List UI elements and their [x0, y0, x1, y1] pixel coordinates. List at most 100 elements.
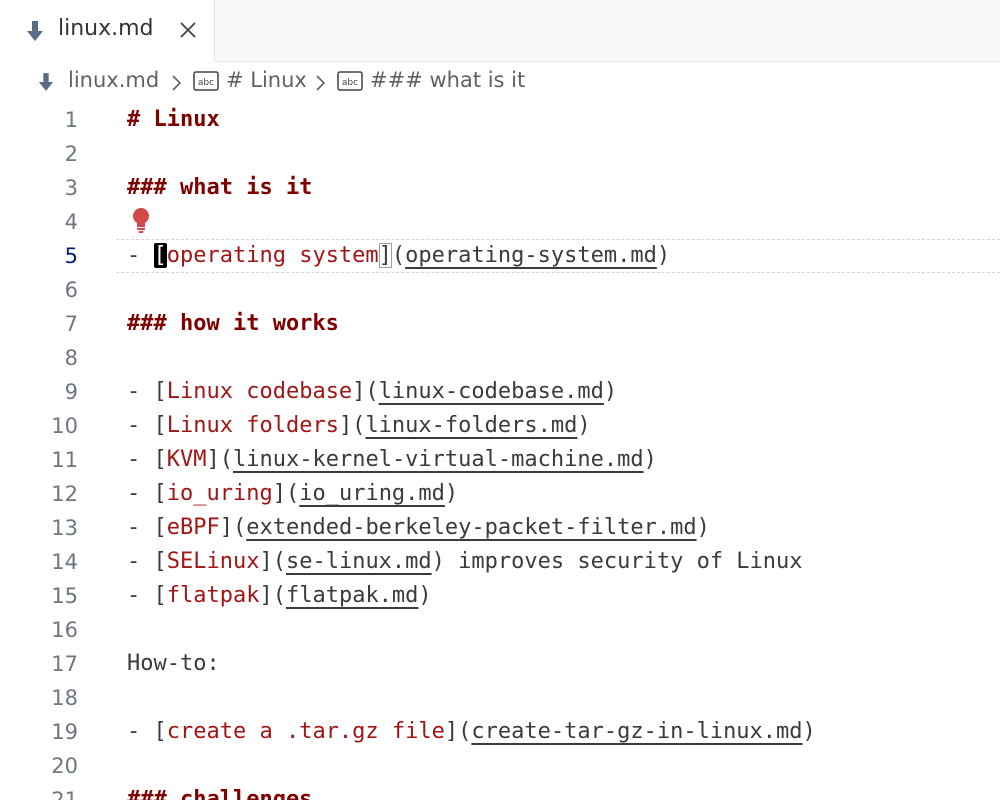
editor-line[interactable]: 20: [0, 749, 1000, 783]
link-url: se-linux.md: [285, 549, 432, 574]
tab-label: linux.md: [58, 16, 154, 41]
editor-line[interactable]: 21 ### challenges: [0, 783, 1000, 800]
code-token: ](: [352, 379, 379, 404]
editor-line[interactable]: 1# Linux: [0, 103, 1000, 137]
markdown-heading: ### how it works: [127, 311, 339, 336]
code-token: ): [444, 481, 459, 506]
link-url: linux-folders.md: [365, 413, 578, 438]
code-token: ): [418, 583, 432, 608]
tab-linux-md[interactable]: linux.md: [0, 0, 215, 62]
line-content[interactable]: - [Linux codebase](linux-codebase.md): [127, 375, 617, 409]
breadcrumb-item-linux[interactable]: # Linux: [226, 68, 307, 92]
code-token: - [: [127, 583, 167, 608]
markdown-heading: # Linux: [127, 107, 220, 132]
link-text: Linux folders: [166, 413, 339, 438]
code-token: (: [391, 243, 406, 268]
line-content[interactable]: - [SELinux](se-linux.md) improves securi…: [127, 545, 803, 579]
link-text: io_uring: [166, 481, 273, 506]
editor-line[interactable]: 6: [0, 273, 1000, 307]
code-token: -: [127, 243, 154, 268]
link-url: flatpak.md: [285, 583, 419, 608]
line-number: 3: [64, 176, 78, 200]
editor-line[interactable]: 8: [0, 341, 1000, 375]
editor-line[interactable]: 9 - [Linux codebase](linux-codebase.md): [0, 375, 1000, 409]
link-text: create a .tar.gz file: [166, 719, 445, 744]
editor-line[interactable]: 13 - [eBPF](extended-berkeley-packet-filt…: [0, 511, 1000, 545]
svg-text:abc: abc: [342, 78, 358, 88]
editor-line[interactable]: 15 - [flatpak](flatpak.md): [0, 579, 1000, 613]
line-number: 14: [51, 550, 78, 574]
code-token: ](: [219, 515, 247, 540]
tab-bar-empty-area: [215, 0, 1000, 62]
link-url: linux-kernel-virtual-machine.md: [233, 447, 644, 472]
line-content[interactable]: ### how it works: [127, 307, 339, 341]
code-token: ): [603, 379, 618, 404]
editor-line[interactable]: 4: [0, 205, 1000, 239]
line-content[interactable]: - [io_uring](io_uring.md): [127, 477, 458, 511]
line-number: 15: [51, 584, 78, 608]
editor-line[interactable]: 5 - [operating system](operating-system.m…: [0, 239, 1000, 273]
code-token: ](: [444, 719, 472, 744]
line-number: 5: [64, 244, 78, 268]
editor-line[interactable]: 18: [0, 681, 1000, 715]
editor-line[interactable]: 2: [0, 137, 1000, 171]
link-url: create-tar-gz-in-linux.md: [471, 719, 803, 744]
chevron-right-icon: [316, 75, 326, 91]
code-token: - [: [127, 719, 167, 744]
code-token: ): [656, 243, 671, 268]
code-token: How-to:: [127, 651, 220, 676]
link-url: linux-codebase.md: [378, 379, 604, 404]
close-icon[interactable]: [178, 20, 198, 40]
chevron-right-icon: [172, 75, 182, 91]
line-content[interactable]: - [operating system](operating-system.md…: [127, 239, 670, 273]
link-url: extended-berkeley-packet-filter.md: [246, 515, 697, 540]
editor-line[interactable]: 16: [0, 613, 1000, 647]
line-content[interactable]: - [KVM](linux-kernel-virtual-machine.md): [127, 443, 657, 477]
code-token: - [: [127, 481, 167, 506]
line-number: 20: [51, 754, 78, 778]
line-content[interactable]: - [eBPF](extended-berkeley-packet-filter…: [127, 511, 710, 545]
editor-line[interactable]: 3 ### what is it: [0, 171, 1000, 205]
markdown-arrow-icon: [38, 73, 54, 91]
code-token: - [: [127, 515, 167, 540]
line-content[interactable]: How-to:: [127, 647, 220, 681]
code-token: ): [643, 447, 657, 472]
line-number: 17: [51, 652, 78, 676]
markdown-heading: ### what is it: [127, 175, 313, 200]
link-text: KVM: [166, 447, 207, 472]
link-url: io_uring.md: [299, 481, 445, 506]
editor-line[interactable]: 7 ### how it works: [0, 307, 1000, 341]
line-number: 7: [64, 312, 78, 336]
breadcrumb: linux.md abc # Linux abc ### what is it: [0, 62, 1000, 102]
line-content[interactable]: - [Linux folders](linux-folders.md): [127, 409, 591, 443]
code-token: ](: [259, 549, 286, 574]
line-number: 16: [51, 618, 78, 642]
breadcrumb-file[interactable]: linux.md: [68, 68, 160, 92]
editor-line[interactable]: 14 - [SELinux](se-linux.md) improves secu…: [0, 545, 1000, 579]
line-number: 12: [51, 482, 78, 506]
editor-line[interactable]: 10- [Linux folders](linux-folders.md): [0, 409, 1000, 443]
line-number: 9: [64, 380, 78, 404]
editor-line[interactable]: 12 - [io_uring](io_uring.md): [0, 477, 1000, 511]
link-url: operating-system.md: [405, 243, 657, 268]
line-content[interactable]: - [create a .tar.gz file](create-tar-gz-…: [127, 715, 816, 749]
line-content[interactable]: # Linux: [127, 103, 220, 137]
line-number: 13: [51, 516, 78, 540]
line-content[interactable]: ### what is it: [127, 171, 312, 205]
line-number: 19: [51, 720, 78, 744]
code-token: ](: [259, 583, 286, 608]
editor-line[interactable]: 17 How-to:: [0, 647, 1000, 681]
editor-line[interactable]: 11- [KVM](linux-kernel-virtual-machine.m…: [0, 443, 1000, 477]
breadcrumb-item-what-is-it[interactable]: ### what is it: [370, 68, 526, 92]
line-content[interactable]: - [flatpak](flatpak.md): [127, 579, 432, 613]
line-number: 21: [51, 788, 78, 800]
editor-line[interactable]: 19 - [create a .tar.gz file](create-tar-g…: [0, 715, 1000, 749]
string-symbol-icon: abc: [337, 71, 363, 91]
lightbulb-icon[interactable]: [130, 206, 152, 234]
code-token: - [: [127, 447, 167, 472]
line-number: 6: [64, 278, 78, 302]
code-token: ](: [338, 413, 366, 438]
link-text: flatpak: [166, 583, 260, 608]
line-content[interactable]: ### challenges: [127, 783, 312, 800]
